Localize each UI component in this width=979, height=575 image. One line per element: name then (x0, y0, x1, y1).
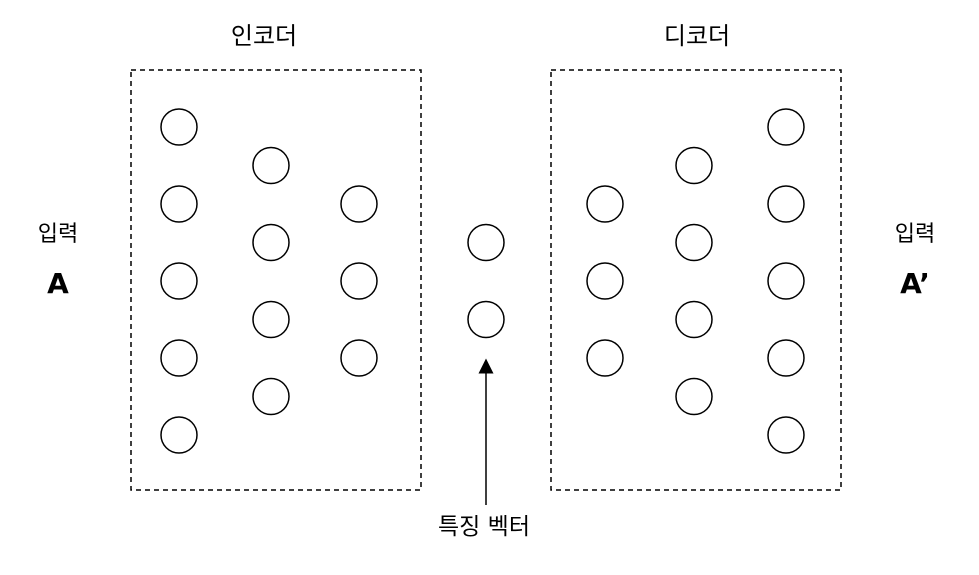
feature-vector-caption: 특징 벡터 (438, 514, 530, 540)
input-caption: 입력 (37, 222, 79, 247)
decoder-layer-2-node-3 (675, 300, 713, 339)
decoder-layer-2-node-4 (675, 377, 713, 416)
encoder-layer-2-node-4 (252, 377, 290, 416)
encoder-layer-3-node-2 (340, 262, 378, 300)
decoder-layer-3-node-2 (767, 185, 805, 223)
decoder-layer-3-node-1 (767, 108, 805, 146)
encoder-box (130, 69, 422, 491)
encoder-layer-1-node-4 (160, 339, 198, 377)
encoder-layer-3-node-1 (340, 185, 378, 223)
decoder-layer-3-node-4 (767, 339, 805, 377)
encoder-layer-1-node-1 (160, 108, 198, 146)
encoder-layer-3-node-3 (340, 339, 378, 377)
encoder-layer-2-node-1 (252, 146, 290, 185)
output-name: A’ (900, 267, 930, 300)
input-name: A (47, 267, 69, 300)
encoder-title: 인코더 (230, 22, 298, 50)
encoder-layer-1-node-5 (160, 416, 198, 454)
decoder-layer-1-node-1 (586, 185, 624, 223)
decoder-box (550, 69, 842, 491)
bottleneck-layer-1-node-1 (467, 223, 505, 262)
decoder-layer-3-node-5 (767, 416, 805, 454)
nodes-group (160, 108, 805, 454)
decoder-layer-2-node-1 (675, 146, 713, 185)
encoder-layer-1-node-3 (160, 262, 198, 300)
decoder-layer-3-node-3 (767, 262, 805, 300)
decoder-layer-1-node-3 (586, 339, 624, 377)
output-caption: 입력 (894, 222, 936, 247)
decoder-title: 디코더 (663, 22, 731, 50)
encoder-layer-2-node-2 (252, 223, 290, 262)
encoder-layer-1-node-2 (160, 185, 198, 223)
encoder-layer-2-node-3 (252, 300, 290, 339)
decoder-layer-1-node-2 (586, 262, 624, 300)
bottleneck-layer-1-node-2 (467, 300, 505, 339)
decoder-layer-2-node-2 (675, 223, 713, 262)
